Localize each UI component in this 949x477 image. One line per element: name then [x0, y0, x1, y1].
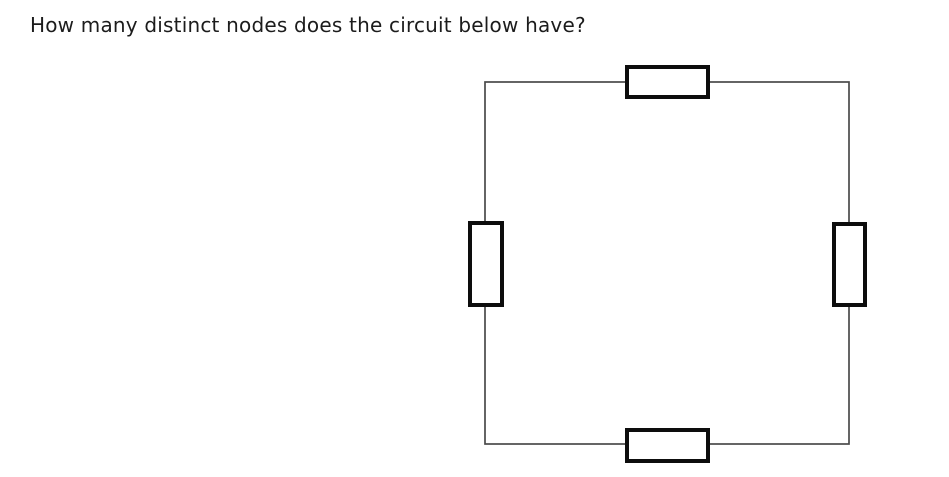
question-text: How many distinct nodes does the circuit…	[30, 13, 586, 37]
component-right	[832, 222, 867, 307]
wire-loop	[484, 81, 850, 445]
component-top	[625, 65, 710, 99]
component-bottom	[625, 428, 710, 463]
component-left	[468, 221, 504, 307]
